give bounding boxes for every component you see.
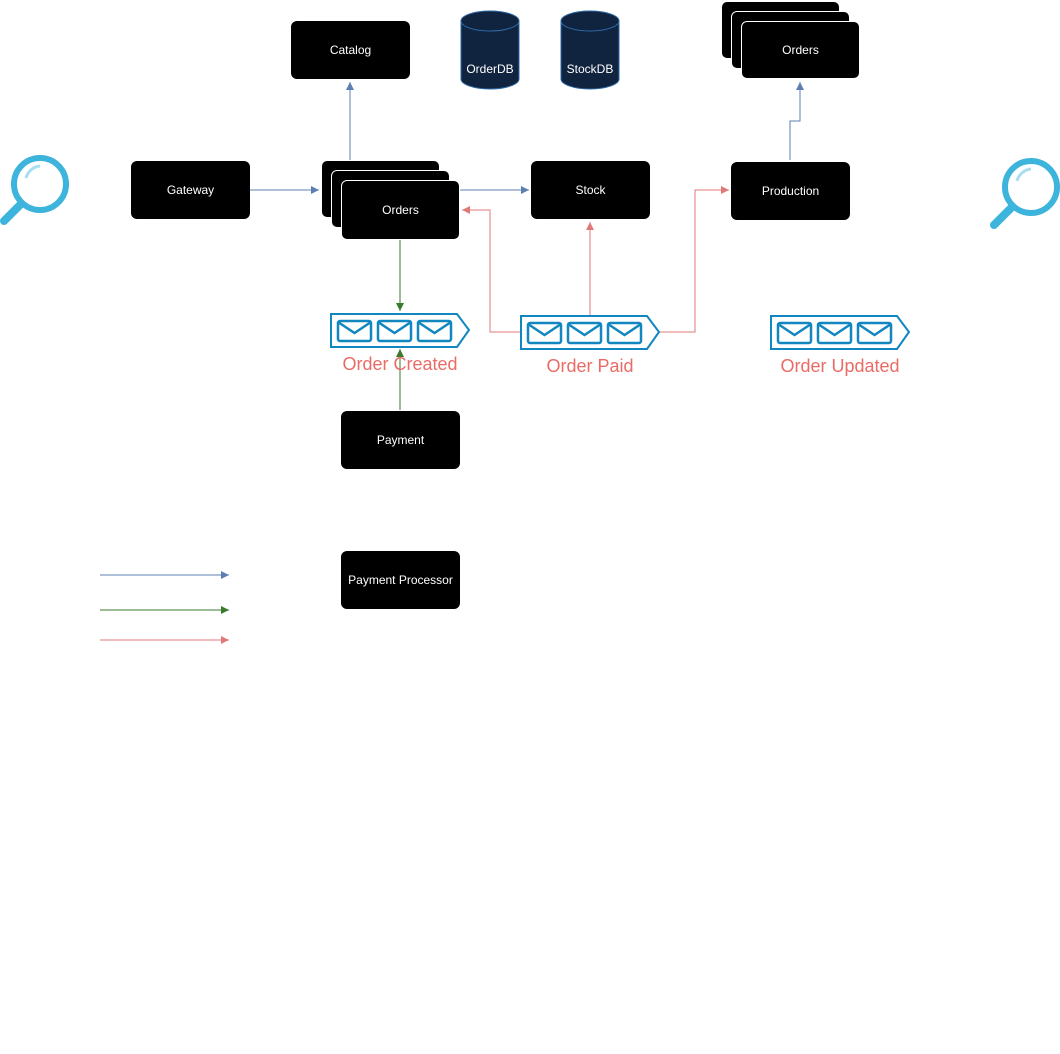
production-label: Production (761, 184, 820, 198)
catalog-label: Catalog (329, 43, 372, 57)
stockdb-label: StockDB (566, 62, 614, 76)
queue-order-paid (520, 315, 661, 350)
orders-main-label: Orders (382, 203, 419, 217)
envelope-icon (526, 321, 643, 345)
payment-processor-node[interactable]: Payment Processor (341, 551, 460, 609)
gateway-label: Gateway (166, 183, 215, 197)
orders-top-node[interactable]: Orders (741, 21, 860, 79)
arrow-production-to-orders (789, 82, 804, 160)
magnifier-icon (990, 158, 1060, 229)
gateway-node[interactable]: Gateway (131, 161, 250, 219)
orders-main-node[interactable]: Orders (341, 180, 460, 240)
orderdb-database[interactable]: OrderDB (459, 18, 521, 100)
envelope-icon (336, 319, 453, 343)
production-node[interactable]: Production (731, 162, 850, 220)
database-cylinder-icon (460, 10, 520, 90)
payment-processor-label: Payment Processor (348, 573, 453, 587)
database-cylinder-icon (560, 10, 620, 90)
order-created-label: Order Created (342, 354, 458, 374)
order-updated-label: Order Updated (780, 356, 900, 376)
arrow-order-paid-to-orders (462, 206, 520, 333)
payment-node[interactable]: Payment (341, 411, 460, 469)
payment-label: Payment (376, 433, 425, 447)
stockdb-database[interactable]: StockDB (559, 18, 621, 100)
orders-top-label: Orders (782, 43, 819, 57)
order-paid-label: Order Paid (546, 356, 634, 376)
magnifier-icon (0, 155, 69, 225)
queue-order-created (330, 313, 471, 348)
catalog-node[interactable]: Catalog (291, 21, 410, 79)
stock-node[interactable]: Stock (531, 161, 650, 219)
arrow-order-paid-to-production (660, 186, 729, 333)
stock-label: Stock (575, 183, 606, 197)
orderdb-label: OrderDB (466, 62, 514, 76)
queue-order-updated (770, 315, 911, 350)
envelope-icon (776, 321, 893, 345)
